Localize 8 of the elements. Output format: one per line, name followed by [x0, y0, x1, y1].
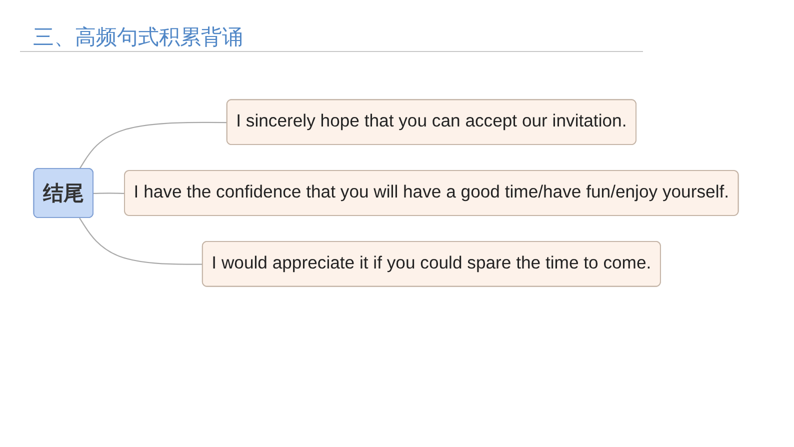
- branch-topic: I would appreciate it if you could spare the time to come.: [202, 240, 661, 287]
- connector-line: [79, 218, 203, 265]
- branch-topic: I have the confidence that you will have a good time/have fun/enjoy yourself.: [124, 170, 739, 216]
- slide-title: 三、高频句式积累背诵: [33, 24, 243, 50]
- branch-topic: I sincerely hope that you can accept our invitation.: [226, 99, 636, 146]
- central-topic: 结尾: [33, 168, 94, 218]
- connector-line: [93, 192, 126, 194]
- connector-line: [79, 122, 228, 170]
